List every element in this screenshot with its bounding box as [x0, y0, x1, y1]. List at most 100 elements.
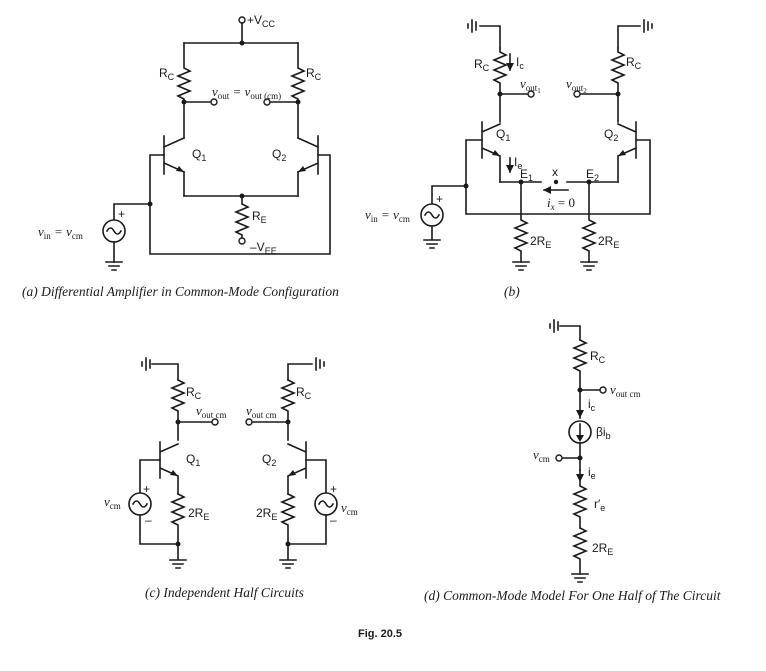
- svg-text:Q1: Q1: [186, 452, 200, 468]
- label-q1-c: Q: [186, 452, 195, 466]
- svg-text:r′e: r′e: [594, 497, 605, 513]
- svg-text:E2: E2: [586, 167, 599, 183]
- resistor-re-prime: [571, 469, 589, 529]
- svg-text:Q2: Q2: [604, 127, 618, 143]
- svg-text:vout cm: vout cm: [610, 382, 641, 399]
- svg-text:vin = vcm: vin = vcm: [365, 207, 410, 224]
- svg-text:E1: E1: [520, 167, 533, 183]
- svg-text:ic: ic: [588, 397, 596, 413]
- label-re: R: [252, 209, 261, 223]
- label-q2-c: Q: [262, 452, 271, 466]
- panel-a-circuit: [102, 16, 331, 271]
- resistor-rc-b-left: [491, 47, 509, 123]
- label-rc-c-right: R: [296, 385, 305, 399]
- ground-top-left: [467, 19, 501, 49]
- label-x: x: [552, 165, 558, 179]
- caption-c: (c) Independent Half Circuits: [145, 585, 304, 600]
- label-ic-b: I: [516, 55, 519, 69]
- svg-text:RC: RC: [296, 385, 312, 401]
- svg-text:RE: RE: [252, 209, 267, 225]
- caption-a: (a) Differential Amplifier in Common-Mod…: [22, 284, 339, 299]
- resistor-rc-left: [175, 42, 193, 139]
- resistor-2re-c-left: [169, 492, 187, 545]
- svg-text:–VEE: –VEE: [250, 240, 277, 256]
- svg-text:vout cm: vout cm: [246, 403, 277, 420]
- panel-c-circuit: [128, 357, 338, 569]
- resistor-rc-c-right: [279, 378, 297, 441]
- transistor-q2-b: [616, 121, 638, 183]
- label-beta-ib: βi: [596, 425, 606, 439]
- caption-b: (b): [504, 284, 520, 299]
- svg-text:Ic: Ic: [516, 55, 524, 71]
- svg-text:vout = vout (cm): vout = vout (cm): [212, 84, 281, 101]
- label-ic-d: i: [588, 397, 591, 411]
- label-2re-b-right: 2R: [598, 234, 614, 248]
- svg-text:2RE: 2RE: [530, 234, 551, 250]
- label-rc-d: R: [590, 349, 599, 363]
- label-vcm-c-left: v: [104, 494, 110, 509]
- label-plus-c-left: +: [143, 482, 150, 496]
- svg-text:2RE: 2RE: [256, 506, 277, 522]
- label-vin-b: v: [365, 207, 371, 222]
- label-rc-b-left: R: [474, 57, 483, 71]
- label-rc-left: R: [159, 66, 168, 80]
- label-2re-d: 2R: [592, 541, 608, 555]
- svg-text:ix = 0: ix = 0: [547, 195, 575, 212]
- label-rc-c-left: R: [186, 385, 195, 399]
- svg-text:RC: RC: [159, 66, 175, 82]
- ground-top-right: [617, 19, 653, 49]
- label-e1: E: [520, 167, 528, 181]
- label-vee: –V: [250, 240, 265, 254]
- svg-text:vout cm: vout cm: [196, 403, 227, 420]
- label-q2-b: Q: [604, 127, 613, 141]
- label-minus-c-left: –: [145, 513, 152, 527]
- figure-label: Fig. 20.5: [358, 628, 402, 640]
- label-rc-b-right: R: [626, 55, 635, 69]
- svg-text:RC: RC: [306, 66, 322, 82]
- resistor-rc-b-right: [609, 47, 627, 123]
- label-2re-b-left: 2R: [530, 234, 546, 248]
- label-plus-c-right: +: [330, 482, 337, 496]
- label-2re-c-right: 2R: [256, 506, 272, 520]
- transistor-q2: [296, 135, 320, 197]
- svg-text:vcm: vcm: [104, 494, 121, 511]
- svg-text:vcm: vcm: [341, 500, 358, 517]
- label-vout2: v: [566, 76, 572, 91]
- label-vcc: +V: [247, 13, 262, 27]
- label-vout-c-right: v: [246, 403, 252, 418]
- label-vcm-d: v: [533, 447, 539, 462]
- svg-text:ie: ie: [588, 465, 596, 481]
- label-e2: E: [586, 167, 594, 181]
- svg-text:Q2: Q2: [272, 147, 286, 163]
- label-q1-a: Q: [192, 147, 201, 161]
- svg-text:RC: RC: [590, 349, 606, 365]
- resistor-rc-c-left: [169, 378, 187, 441]
- panel-d-circuit: [549, 319, 607, 583]
- label-minus-c-right: –: [330, 513, 337, 527]
- svg-text:vin = vcm: vin = vcm: [38, 224, 83, 241]
- svg-text:Ie: Ie: [514, 155, 522, 171]
- resistor-rc-right: [289, 42, 307, 139]
- svg-text:RC: RC: [626, 55, 642, 71]
- label-q1-b: Q: [496, 127, 505, 141]
- svg-text:Q2: Q2: [262, 452, 276, 468]
- label-rc-right: R: [306, 66, 315, 80]
- caption-d: (d) Common-Mode Model For One Half of Th…: [424, 588, 722, 603]
- svg-text:vout2: vout2: [566, 76, 587, 95]
- svg-text:2RE: 2RE: [592, 541, 613, 557]
- resistor-2re-b-right: [580, 181, 598, 263]
- vee-terminal: [238, 237, 246, 245]
- label-q2-a: Q: [272, 147, 281, 161]
- resistor-2re-d: [571, 526, 589, 575]
- svg-text:2RE: 2RE: [598, 234, 619, 250]
- label-vout-d: v: [610, 382, 616, 397]
- label-vcm-c-right: v: [341, 500, 347, 515]
- resistor-2re-b-left: [512, 181, 530, 263]
- svg-text:+: +: [436, 192, 443, 206]
- vcc-terminal: [238, 16, 246, 24]
- svg-text:RC: RC: [186, 385, 202, 401]
- transistor-q1: [162, 135, 186, 197]
- ground-symbol: [105, 261, 123, 271]
- label-2re-c-left: 2R: [188, 506, 204, 520]
